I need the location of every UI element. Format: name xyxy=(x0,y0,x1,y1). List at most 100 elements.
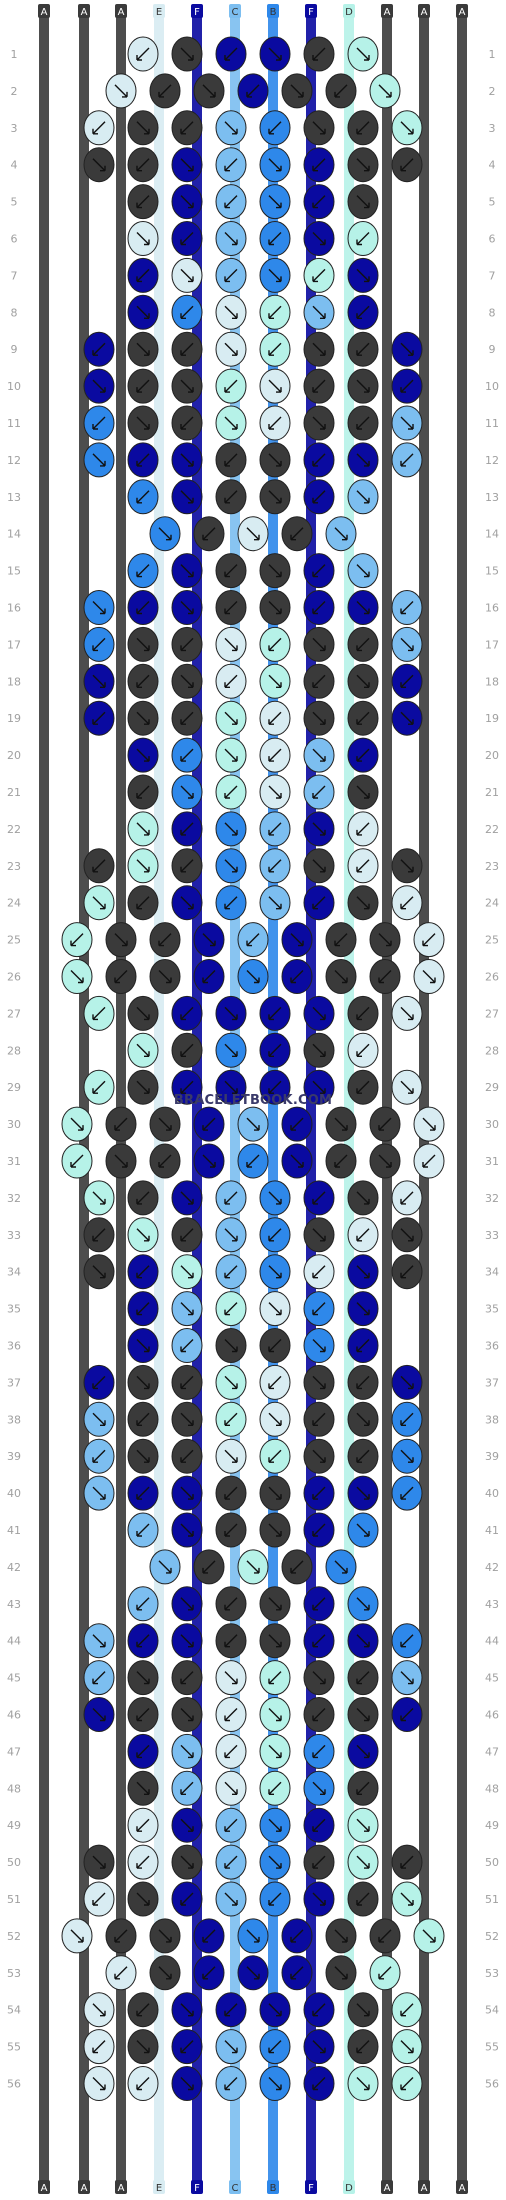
knot-arrow-icon xyxy=(312,859,326,873)
knot-arrow-icon xyxy=(136,2077,150,2091)
knot xyxy=(127,1660,159,1696)
knot-arrow-icon xyxy=(180,1302,194,1316)
knot-arrow-icon xyxy=(136,1892,150,1906)
knot-arrow-icon xyxy=(268,490,282,504)
knot xyxy=(215,1475,247,1511)
knot xyxy=(171,368,203,404)
knot xyxy=(347,774,379,810)
knot xyxy=(171,1807,203,1843)
knot-arrow-icon xyxy=(224,1818,238,1832)
knot xyxy=(259,1291,291,1327)
string-label-bottom: B xyxy=(267,2180,279,2194)
knot-arrow-icon xyxy=(180,637,194,652)
svg-text:C: C xyxy=(232,7,239,18)
knot xyxy=(83,1180,115,1216)
knot-arrow-icon xyxy=(312,601,326,615)
knot xyxy=(303,663,335,699)
string-label-top: A xyxy=(78,4,90,18)
knot-arrow-icon xyxy=(180,748,194,762)
svg-text:A: A xyxy=(118,2183,125,2194)
knot xyxy=(193,1143,225,1179)
knot xyxy=(83,368,115,404)
knot-arrow-icon xyxy=(268,195,282,209)
knot xyxy=(369,1143,401,1179)
knot-arrow-icon xyxy=(312,1781,326,1795)
knot xyxy=(347,1032,379,1068)
knot xyxy=(193,959,225,994)
knot xyxy=(127,848,159,884)
knot xyxy=(171,1623,203,1659)
knot xyxy=(303,1660,335,1696)
knot-arrow-icon xyxy=(202,970,216,984)
row-number-left: 23 xyxy=(7,860,21,873)
knot-arrow-icon xyxy=(180,1412,194,1426)
knot xyxy=(347,1807,379,1843)
row-number-right: 37 xyxy=(485,1376,499,1389)
knot-arrow-icon xyxy=(356,822,370,836)
knot xyxy=(215,1770,247,1806)
knot xyxy=(347,1881,379,1917)
svg-text:A: A xyxy=(459,2183,466,2194)
knot-arrow-icon xyxy=(180,379,194,393)
row-number-left: 30 xyxy=(7,1118,21,1131)
knot-arrow-icon xyxy=(92,1265,106,1279)
knot-arrow-icon xyxy=(356,1708,370,1722)
knot-arrow-icon xyxy=(114,933,128,947)
knot-arrow-icon xyxy=(268,1818,282,1832)
row-number-right: 12 xyxy=(485,454,499,467)
knot xyxy=(303,294,335,330)
knot-arrow-icon xyxy=(356,748,370,762)
knot xyxy=(83,1881,115,1917)
knot xyxy=(83,442,115,478)
knot-arrow-icon xyxy=(400,158,414,172)
knot xyxy=(171,553,203,589)
knot xyxy=(237,516,269,552)
row-number-left: 35 xyxy=(7,1303,21,1316)
knot xyxy=(171,1364,203,1400)
knot xyxy=(61,1143,93,1179)
row-number-left: 38 xyxy=(7,1413,21,1426)
row-number-right: 33 xyxy=(485,1229,499,1242)
knot xyxy=(303,995,335,1031)
row-number-right: 51 xyxy=(485,1893,499,1906)
knot-arrow-icon xyxy=(268,637,282,652)
knot xyxy=(259,2066,291,2101)
knot-arrow-icon xyxy=(400,1708,414,1722)
knot-arrow-icon xyxy=(180,711,194,725)
knot xyxy=(347,1328,379,1363)
knot xyxy=(215,1032,247,1068)
knot xyxy=(303,1180,335,1216)
row-number-right: 20 xyxy=(485,749,499,762)
svg-text:A: A xyxy=(81,7,88,18)
knot-arrow-icon xyxy=(158,933,172,947)
knot-arrow-icon xyxy=(136,1228,150,1242)
knot-arrow-icon xyxy=(268,1744,282,1759)
knot-arrow-icon xyxy=(224,896,238,910)
row-number-left: 21 xyxy=(7,786,21,799)
row-number-left: 8 xyxy=(11,306,18,319)
knot-arrow-icon xyxy=(158,84,172,98)
knot xyxy=(259,1733,291,1769)
row-number-left: 51 xyxy=(7,1893,21,1906)
knot xyxy=(259,1770,291,1806)
row-number-left: 2 xyxy=(11,85,18,98)
knot-arrow-icon xyxy=(268,1191,282,1205)
knot xyxy=(281,1955,313,1991)
knot-arrow-icon xyxy=(268,822,282,836)
knot-arrow-icon xyxy=(92,1375,106,1390)
row-number-right: 52 xyxy=(485,1930,499,1943)
knot-arrow-icon xyxy=(378,933,392,947)
knot xyxy=(413,1918,445,1954)
knot-arrow-icon xyxy=(136,1818,150,1832)
knot-arrow-icon xyxy=(356,1486,370,1500)
knot-arrow-icon xyxy=(224,1228,238,1242)
knot-arrow-icon xyxy=(312,1708,326,1722)
knot-arrow-icon xyxy=(312,47,326,61)
row-number-left: 29 xyxy=(7,1081,21,1094)
knot-arrow-icon xyxy=(224,1781,238,1795)
knot-arrow-icon xyxy=(356,637,370,652)
row-number-right: 25 xyxy=(485,934,499,947)
knot xyxy=(391,1660,423,1696)
row-number-left: 13 xyxy=(7,491,21,504)
row-number-left: 50 xyxy=(7,1856,21,1869)
